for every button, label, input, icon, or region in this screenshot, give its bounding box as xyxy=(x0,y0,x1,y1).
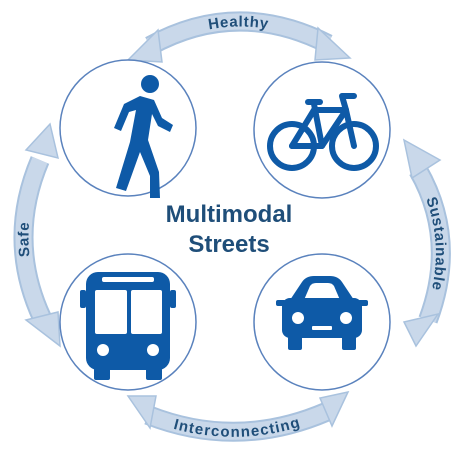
label-safe: Safe xyxy=(15,221,33,258)
center-title-line2: Streets xyxy=(188,231,269,258)
label-healthy: Healthy xyxy=(207,13,270,33)
car-icon xyxy=(276,276,368,350)
arrow-right xyxy=(402,138,451,348)
walking-person-icon xyxy=(114,75,173,198)
bicycle-icon xyxy=(267,93,379,171)
arrow-bottom xyxy=(126,390,350,442)
bus-icon xyxy=(80,272,176,380)
circle-pedestrian xyxy=(59,59,197,197)
arrow-top xyxy=(126,11,352,63)
center-title-line1: Multimodal xyxy=(166,201,293,228)
arrow-left xyxy=(13,122,61,348)
